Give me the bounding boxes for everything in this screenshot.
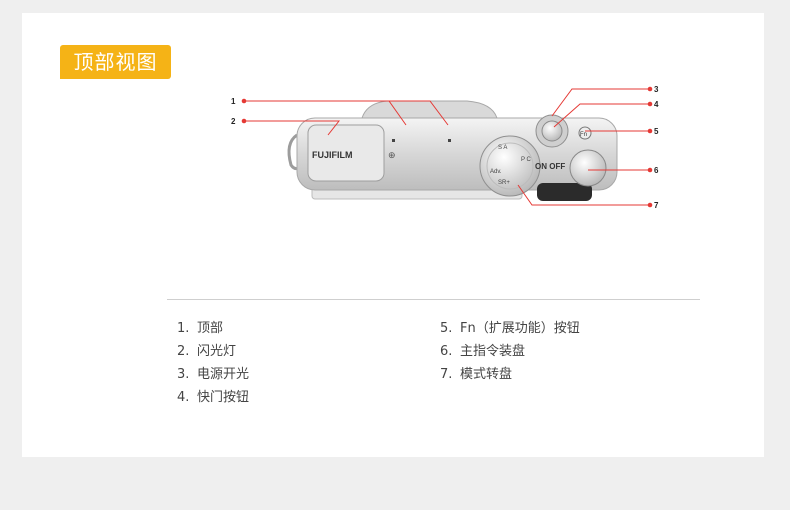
legend-item: 7.模式转盘 <box>440 365 580 388</box>
legend-number: 7. <box>440 365 460 385</box>
callout-3: 3 <box>654 85 659 94</box>
svg-text:⊕: ⊕ <box>388 150 396 160</box>
legend-item: 6.主指令装盘 <box>440 342 580 365</box>
legend-item: 4.快门按钮 <box>177 388 249 411</box>
mode-dial: S A P C Adv. SR+ <box>480 136 540 196</box>
section-title: 顶部视图 <box>60 45 171 79</box>
legend-number: 6. <box>440 342 460 362</box>
legend-number: 2. <box>177 342 197 362</box>
callout-5: 5 <box>654 127 659 136</box>
brand-label: FUJIFILM <box>312 150 353 160</box>
legend-number: 5. <box>440 319 460 339</box>
legend-label: Fn（扩展功能）按钮 <box>460 321 580 336</box>
content-card: 顶部视图 FUJIFILM ⊕ <box>22 13 764 457</box>
callout-7: 7 <box>654 201 659 210</box>
legend-item: 3.电源开光 <box>177 365 249 388</box>
callout-6: 6 <box>654 166 659 175</box>
legend-item: 1.顶部 <box>177 319 249 342</box>
callout-4: 4 <box>654 100 659 109</box>
legend-item: 2.闪光灯 <box>177 342 249 365</box>
legend-number: 4. <box>177 388 197 408</box>
legend-label: 闪光灯 <box>197 344 236 359</box>
svg-text:SR+: SR+ <box>498 180 510 186</box>
legend-label: 电源开光 <box>197 367 249 382</box>
legend-number: 3. <box>177 365 197 385</box>
legend-label: 快门按钮 <box>197 390 249 405</box>
shutter-button <box>542 121 562 141</box>
legend-label: 模式转盘 <box>460 367 512 382</box>
legend-label: 主指令装盘 <box>460 344 525 359</box>
on-off-label: ON OFF <box>535 162 565 171</box>
legend-number: 1. <box>177 319 197 339</box>
callout-2: 2 <box>231 117 236 126</box>
callout-1: 1 <box>231 97 236 106</box>
command-dial <box>570 150 606 186</box>
legend-right-list: 5.Fn（扩展功能）按钮 6.主指令装盘 7.模式转盘 <box>440 319 580 388</box>
legend-label: 顶部 <box>197 321 223 336</box>
legend-left-list: 1.顶部 2.闪光灯 3.电源开光 4.快门按钮 <box>177 319 249 411</box>
legend-item: 5.Fn（扩展功能）按钮 <box>440 319 580 342</box>
svg-text:Adv.: Adv. <box>490 169 502 175</box>
top-plate <box>362 101 497 118</box>
fn-label: Fn <box>580 132 587 138</box>
svg-text:S A: S A <box>498 145 507 151</box>
camera-top-view-diagram: FUJIFILM ⊕ S A P C Adv. SR+ ON OFF Fn <box>202 73 682 233</box>
divider-line <box>167 299 700 300</box>
svg-text:P C: P C <box>521 157 532 163</box>
